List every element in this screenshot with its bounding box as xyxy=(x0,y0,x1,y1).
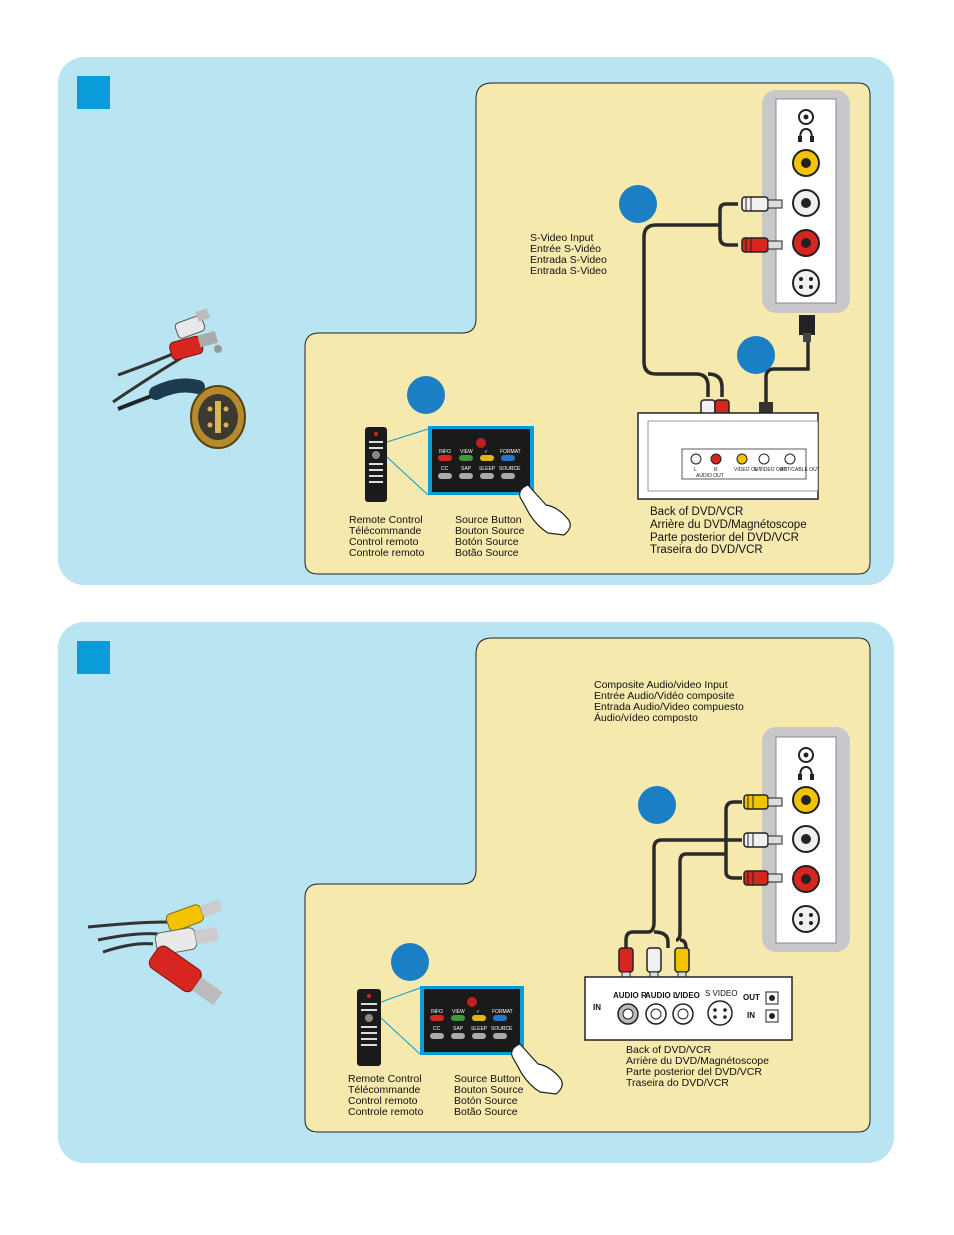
svg-text:SOURCE: SOURCE xyxy=(499,466,521,472)
svg-text:VIDEO: VIDEO xyxy=(675,991,700,1000)
step-circle-2b xyxy=(391,943,429,981)
svg-text:VIDEO OUT: VIDEO OUT xyxy=(734,467,762,473)
remote-control-label: Remote Control Télécommande Control remo… xyxy=(348,1073,424,1118)
svg-text:S-VIDEO OUT: S-VIDEO OUT xyxy=(754,467,787,473)
svg-text:AUDIO OUT: AUDIO OUT xyxy=(696,473,724,479)
tv-jack-panel xyxy=(762,727,850,952)
remote-control-label: Remote Control Télécommande Control remo… xyxy=(349,514,425,559)
hand-pointer-icon xyxy=(511,1043,563,1095)
svg-text:✓: ✓ xyxy=(476,1009,480,1015)
step-circle-1a xyxy=(619,185,657,223)
remote-control-icon xyxy=(357,989,381,1066)
source-button-label: Source Button Bouton Source Botón Source… xyxy=(454,1073,524,1118)
rca-plug-yellow-tv xyxy=(743,794,783,810)
svg-text:L: L xyxy=(694,467,697,473)
s-video-input-label: S-Video Input Entrée S-Vidéo Entrada S-V… xyxy=(530,232,607,277)
svg-text:VIEW: VIEW xyxy=(452,1009,465,1015)
svg-text:SAP: SAP xyxy=(461,466,472,472)
panel-s-video-art: L R AUDIO OUT VIDEO OUT S-VIDEO OUT ANT/… xyxy=(112,82,871,575)
svg-text:✓: ✓ xyxy=(484,449,488,455)
svg-text:SOURCE: SOURCE xyxy=(491,1026,513,1032)
svg-text:INFO: INFO xyxy=(431,1009,443,1015)
svg-text:INFO: INFO xyxy=(439,449,451,455)
s-video-jack xyxy=(792,269,820,297)
panel-composite-art: IN AUDIO R AUDIO L VIDEO S VIDEO OUT IN xyxy=(87,637,871,1133)
svg-text:CC: CC xyxy=(441,466,449,472)
tv-jack-panel xyxy=(762,90,850,313)
zoom-connector xyxy=(386,428,429,496)
source-button-label: Source Button Bouton Source Botón Source… xyxy=(455,514,525,559)
svg-text:SLEEP: SLEEP xyxy=(479,466,496,472)
step-circle-1c xyxy=(407,376,445,414)
svg-text:SLEEP: SLEEP xyxy=(471,1026,488,1032)
headphone-icon xyxy=(799,765,813,778)
svg-text:R: R xyxy=(714,467,718,473)
s-video-jack xyxy=(792,905,820,933)
av-cables xyxy=(624,800,742,949)
rca-plug-red-tv xyxy=(741,237,783,253)
step-badge-1 xyxy=(77,76,110,109)
rca-white-plug xyxy=(174,308,210,339)
svg-text:ANT/CABLE OUT: ANT/CABLE OUT xyxy=(780,467,820,473)
step-badge-2 xyxy=(77,641,110,674)
svg-text:IN: IN xyxy=(593,1003,601,1012)
svg-text:VIEW: VIEW xyxy=(460,449,473,455)
panel-s-video: L R AUDIO OUT VIDEO OUT S-VIDEO OUT ANT/… xyxy=(58,57,894,585)
dvd-back-label: Back of DVD/VCR Arrière du DVD/Magnétosc… xyxy=(650,506,807,557)
remote-control-icon xyxy=(365,427,387,502)
hand-pointer-icon xyxy=(519,484,571,536)
rca-plug-white-tv xyxy=(743,832,783,848)
rca-cable-illustration xyxy=(87,899,223,1006)
svg-text:AUDIO R: AUDIO R xyxy=(613,991,647,1000)
svg-text:AUDIO L: AUDIO L xyxy=(645,991,678,1000)
svg-text:IN: IN xyxy=(747,1011,755,1020)
audio-cables xyxy=(642,202,810,402)
dvd-back-label: Back of DVD/VCR Arrière du DVD/Magnétosc… xyxy=(626,1044,769,1089)
s-video-plug-tv xyxy=(799,315,815,342)
dvd-back-panel: IN AUDIO R AUDIO L VIDEO S VIDEO OUT IN xyxy=(584,976,793,1041)
svg-text:FORMAT: FORMAT xyxy=(500,449,521,455)
rca-plug-white-tv xyxy=(741,196,783,212)
svg-text:CC: CC xyxy=(433,1026,441,1032)
composite-input-label: Composite Audio/video Input Entrée Audio… xyxy=(594,679,744,724)
svg-text:SAP: SAP xyxy=(453,1026,464,1032)
rca-plug-red-tv xyxy=(743,870,783,886)
rca-red-plug xyxy=(169,330,222,361)
s-video-cable-illustration xyxy=(112,308,246,449)
svg-text:FORMAT: FORMAT xyxy=(492,1009,513,1015)
step-circle-2a xyxy=(638,786,676,824)
panel-composite: IN AUDIO R AUDIO L VIDEO S VIDEO OUT IN xyxy=(58,622,894,1163)
zoom-connector xyxy=(380,987,421,1055)
step-circle-1b xyxy=(737,336,775,374)
remote-keypad-zoom: INFO VIEW ✓ FORMAT CC SAP SLEEP SOURCE xyxy=(428,426,534,495)
remote-keypad-zoom: INFO VIEW ✓ FORMAT CC SAP SLEEP SOURCE xyxy=(420,986,524,1055)
svg-text:OUT: OUT xyxy=(743,993,760,1002)
s-video-plug xyxy=(149,378,246,449)
svg-text:S VIDEO: S VIDEO xyxy=(705,989,737,998)
headphone-icon xyxy=(799,127,813,140)
dvd-back-panel: L R AUDIO OUT VIDEO OUT S-VIDEO OUT ANT/… xyxy=(637,412,820,500)
